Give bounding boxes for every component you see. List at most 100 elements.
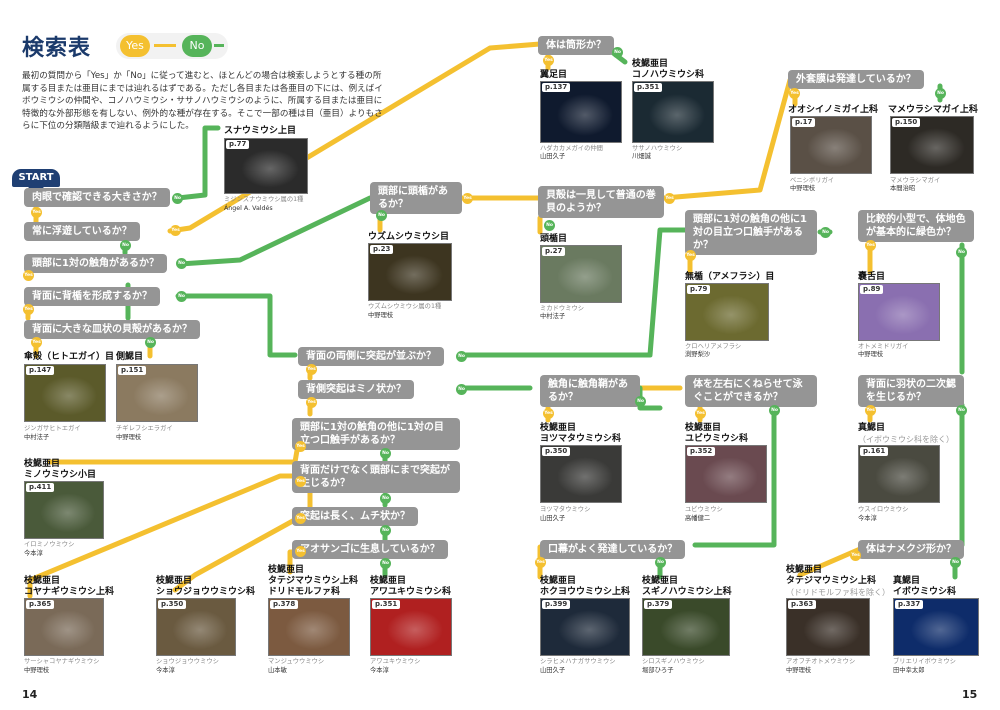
taxon-title: 枝鰓亜目	[24, 459, 61, 469]
no-badge: No	[380, 558, 391, 569]
question-oral-tentacles-left: 頭部に1対の触角の他に1対の目立つ口触手があるか？	[292, 418, 460, 450]
taxon-title: 無楯（アメフラシ）目	[685, 272, 775, 282]
page-ref-badge: p.137	[542, 83, 571, 92]
yes-badge: Yes	[789, 88, 800, 99]
taxon-photo: p.337	[893, 598, 979, 656]
yes-badge: Yes	[170, 225, 181, 236]
no-badge: No	[380, 525, 391, 536]
no-badge: No	[635, 396, 646, 407]
yes-badge: Yes	[685, 250, 696, 261]
page-ref-badge: p.27	[542, 247, 566, 256]
taxon-credit: 中野理枝	[858, 351, 884, 358]
yes-badge: Yes	[23, 304, 34, 315]
taxon-credit: 本間治昭	[890, 185, 916, 192]
page-ref-badge: p.351	[372, 600, 401, 609]
taxon-photo: p.351	[632, 81, 714, 143]
taxon-caption: ベニシボリガイ	[790, 177, 835, 184]
question-mantle: 外套膜は発達しているか？	[788, 70, 924, 89]
taxon-credit: 渕野梨沙	[685, 351, 711, 358]
question-always-floating: 常に浮遊しているか？	[24, 222, 140, 241]
page-title: 検索表	[22, 36, 92, 61]
no-badge: No	[380, 448, 391, 459]
question-oral-tentacles-right: 頭部に1対の触角の他に1対の目立つ口触手があるか？	[685, 210, 817, 255]
taxon-caption: オトメミドリガイ	[858, 343, 909, 350]
yes-badge: Yes	[543, 55, 554, 66]
taxon-subtitle: ミノウミウシ小目	[24, 470, 97, 480]
no-badge: No	[176, 291, 187, 302]
taxon-photo: p.379	[642, 598, 730, 656]
taxon-credit: 山田久子	[540, 667, 566, 674]
page-ref-badge: p.379	[644, 600, 673, 609]
taxon-caption: ショウジョウウミウシ	[156, 658, 219, 665]
taxon-credit: 高幡健二	[685, 515, 711, 522]
no-badge: No	[956, 247, 967, 258]
taxon-subtitle: タテジマウミウシ上科	[786, 576, 877, 586]
taxon-photo: p.150	[890, 116, 974, 174]
taxon-caption: ミジンスナウミウシ属の1種	[224, 196, 304, 203]
no-badge: No	[950, 557, 961, 568]
taxon-title: マメウラシマガイ上科	[888, 105, 978, 115]
taxon-caption: シラヒメハナガサウミウシ	[540, 658, 616, 665]
page-ref-badge: p.17	[792, 118, 816, 127]
no-badge: No	[456, 351, 467, 362]
page-ref-badge: p.352	[687, 447, 716, 456]
taxon-caption: アオフチオトメウミウシ	[786, 658, 856, 665]
taxon-caption: ブリエリイボウミウシ	[893, 658, 956, 665]
taxon-credit: 今本淳	[156, 667, 175, 674]
taxon-credit: 今本淳	[24, 550, 43, 557]
yes-badge: Yes	[295, 513, 306, 524]
taxon-caption: マメウラシマガイ	[890, 177, 941, 184]
taxon-credit: 今本淳	[370, 667, 389, 674]
start-badge: START	[12, 169, 60, 187]
page-ref-badge: p.23	[370, 245, 394, 254]
question-dorsal-processes: 背面の両側に突起が並ぶか？	[298, 347, 444, 366]
taxon-caption: ミカドウミウシ	[540, 305, 585, 312]
yes-badge: Yes	[462, 193, 473, 204]
taxon-photo: p.137	[540, 81, 622, 143]
taxon-credit: 中野理枝	[368, 312, 394, 319]
taxon-subtitle: ショウジョウウミウシ科	[156, 587, 256, 597]
taxon-subtitle: イボウミウシ科	[893, 587, 957, 597]
taxon-photo: p.378	[268, 598, 350, 656]
no-badge: No	[769, 405, 780, 416]
yes-badge: Yes	[664, 193, 675, 204]
taxon-credit: 田中幸太郎	[893, 667, 925, 674]
page-number-right: 15	[962, 688, 978, 701]
taxon-credit: 山本敏	[268, 667, 287, 674]
taxon-subtitle: ヨツマタウミウシ科	[540, 434, 622, 444]
yes-badge: Yes	[295, 476, 306, 487]
page-ref-badge: p.151	[118, 366, 147, 375]
taxon-credit: 中野理枝	[790, 185, 816, 192]
legend: Yes No	[116, 33, 228, 59]
taxon-caption: マンジュウウミウシ	[268, 658, 325, 665]
taxon-title: 嚢舌目	[858, 272, 886, 282]
taxon-credit: 山田久子	[540, 153, 566, 160]
question-cerata: 背側突起はミノ状か？	[298, 380, 414, 399]
no-badge: No	[120, 240, 131, 251]
yes-badge: Yes	[850, 550, 861, 561]
page-ref-badge: p.363	[788, 600, 817, 609]
taxon-credit: 中村法子	[540, 313, 566, 320]
page-ref-badge: p.161	[860, 447, 889, 456]
taxon-photo: p.27	[540, 245, 622, 303]
taxon-credit: Ángel A. Valdés	[224, 205, 273, 212]
taxon-title: ウズムシウミウシ目	[368, 232, 450, 242]
yes-badge: Yes	[306, 364, 317, 375]
question-head-processes: 背面だけでなく頭部にまで突起が生じるか？	[292, 461, 460, 493]
taxon-caption: ウスイロウミウシ	[858, 506, 909, 513]
taxon-caption: ユビウミウシ	[685, 506, 723, 513]
taxon-credit: 中野理枝	[786, 667, 812, 674]
no-badge: No	[655, 557, 666, 568]
page-ref-badge: p.365	[26, 600, 55, 609]
taxon-title: 枝鰓亜目	[632, 59, 669, 69]
page-ref-badge: p.77	[226, 140, 250, 149]
yes-badge: Yes	[865, 240, 876, 251]
taxon-title: 翼足目	[540, 70, 568, 80]
question-plate-shell: 背面に大きな皿状の貝殻があるか？	[24, 320, 200, 339]
taxon-caption: クロヘリアメフラシ	[685, 343, 742, 350]
legend-no: No	[182, 35, 212, 57]
taxon-caption: ササノハウミウシ	[632, 145, 683, 152]
no-badge: No	[935, 88, 946, 99]
page-ref-badge: p.399	[542, 600, 571, 609]
taxon-photo: p.352	[685, 445, 767, 503]
